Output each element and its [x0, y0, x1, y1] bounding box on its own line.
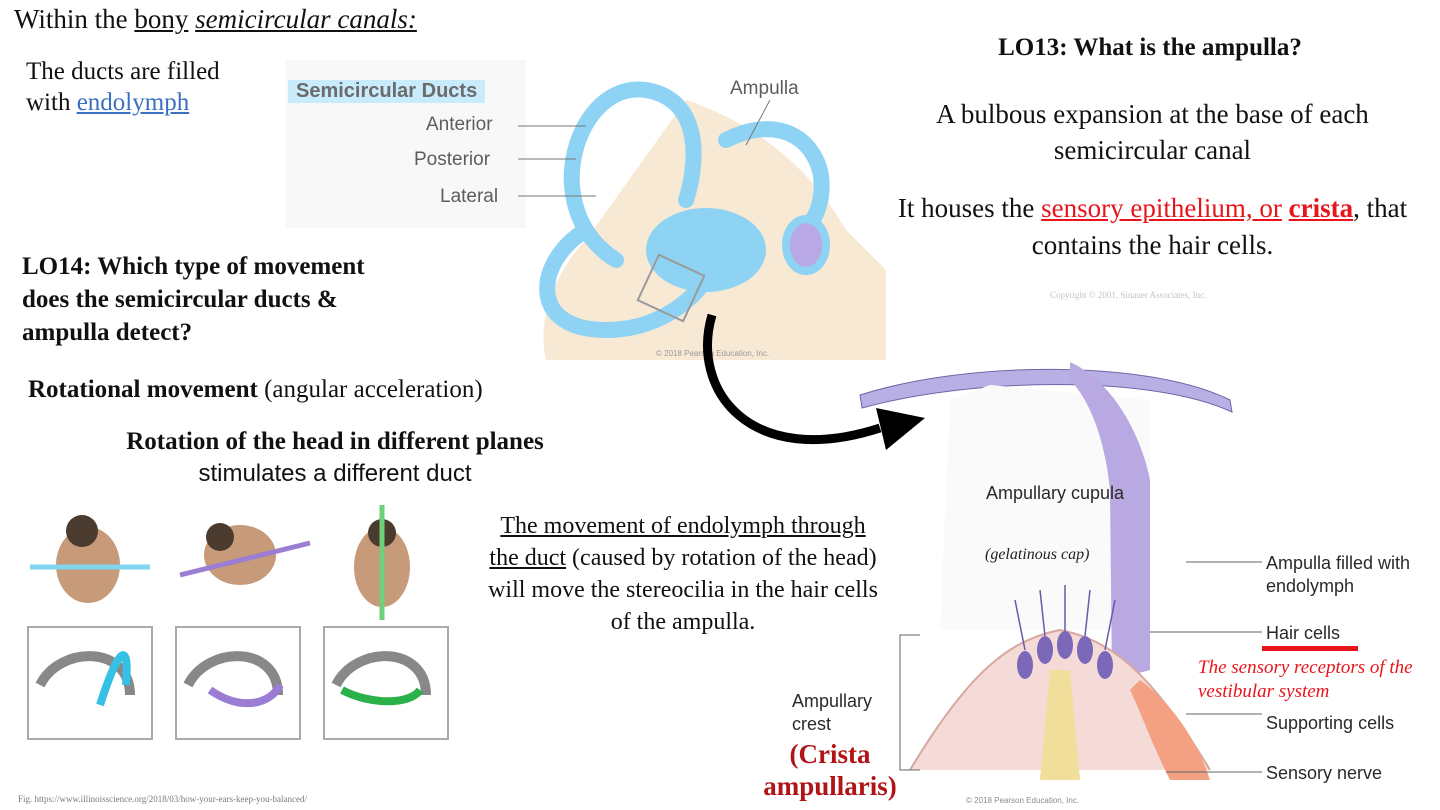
gelatinous-cap-label: (gelatinous cap): [985, 546, 1090, 563]
crista-ampullaris-label: (Crista ampullaris): [763, 739, 897, 801]
rotation-head-text: Rotation of the head in different planes…: [40, 426, 630, 490]
sensory-receptors-note: The sensory receptors of the vestibular …: [1198, 657, 1413, 702]
rotational-bold: Rotational movement: [28, 376, 258, 403]
lo13-question: LO13: What is the ampulla?: [998, 34, 1302, 61]
endolymph-link[interactable]: endolymph: [76, 89, 190, 116]
houses-prefix: It houses the: [897, 193, 1042, 223]
ear-canal-outlines: [35, 651, 431, 696]
crista-ampullaris-figure: [859, 362, 1262, 780]
movement-rest: (caused by rotation of the head) will mo…: [488, 545, 878, 635]
ampulla-filled-label: Ampulla filled with endolymph: [1266, 553, 1411, 596]
ampullary-crest-label: Ampullary crest: [792, 691, 873, 734]
crista-copyright: © 2018 Pearson Education, Inc.: [966, 796, 1080, 805]
arrow-shaft: [703, 313, 882, 444]
lateral-label: Lateral: [440, 186, 499, 207]
head-3: [354, 505, 410, 620]
sensory-nerve-label: Sensory nerve: [1266, 763, 1383, 783]
crista-link[interactable]: crista: [1288, 193, 1354, 223]
epithelium-layer: [859, 368, 1233, 413]
hair-cells-label: Hair cells: [1266, 623, 1341, 643]
endolymph-line1: The ducts are filled: [26, 58, 220, 85]
lo14-line2: does the semicircular ducts &: [22, 286, 338, 313]
movement-explanation: The movement of endolymph through the du…: [488, 510, 878, 638]
endolymph-text: The ducts are filled with endolymph: [26, 56, 220, 118]
lo14-line3: ampulla detect?: [22, 319, 193, 346]
figure-reference: Fig. https://www.illinoisscience.org/201…: [18, 794, 308, 804]
posterior-duct-highlight: [207, 682, 284, 708]
rotation-head-rest: stimulates a different duct: [198, 460, 472, 487]
anterior-label: Anterior: [426, 114, 493, 135]
vestibule: [646, 208, 766, 292]
endolymph-prefix: with: [26, 89, 77, 116]
inner-ear-panels: [27, 626, 449, 740]
ampullary-cupula-label: Ampullary cupula: [985, 483, 1125, 503]
sinauer-copyright: Copyright © 2001, Sinauer Associates, In…: [1050, 290, 1207, 300]
lateral-duct-highlight: [340, 686, 424, 706]
ampulla-highlight-box: [636, 253, 706, 323]
head-2: [179, 523, 311, 585]
ducts-copyright: © 2018 Pearson Education, Inc.: [656, 349, 770, 358]
curved-arrow: [703, 313, 925, 450]
supporting-cells-label: Supporting cells: [1266, 713, 1395, 733]
head-1: [30, 515, 150, 603]
lo14-line1: LO14: Which type of movement: [22, 253, 365, 280]
title-prefix: Within the: [14, 4, 135, 34]
posterior-label: Posterior: [414, 149, 491, 170]
sensory-epithelium-link[interactable]: sensory epithelium, or: [1041, 193, 1282, 223]
ampulla-lumen: [940, 385, 1150, 630]
title-bony: bony: [134, 4, 189, 34]
rotation-head-bold: Rotation of the head in different planes: [126, 428, 544, 455]
cupula-band: [1070, 362, 1150, 680]
arrow-head: [876, 408, 925, 450]
anterior-duct-highlight: [96, 651, 131, 707]
rotational-movement: Rotational movement (angular acceleratio…: [28, 376, 483, 404]
ducts-figure-title: Semicircular Ducts: [288, 80, 486, 103]
rotational-rest: (angular acceleration): [257, 376, 483, 403]
connective-tissue: [1130, 680, 1210, 780]
head-rotation-figures: [27, 505, 449, 740]
houses-suffix: , that contains the hair cells.: [1031, 193, 1408, 260]
ampulla-houses: It houses the sensory epithelium, or cri…: [880, 190, 1425, 264]
figure-leader-lines: [899, 561, 1262, 773]
stereocilia: [1014, 585, 1116, 651]
leader-lines: [518, 99, 771, 197]
hair-cells-underline: [1262, 646, 1358, 651]
ampulla-definition: A bulbous expansion at the base of each …: [936, 99, 1369, 165]
hair-cell-bodies: [1017, 631, 1113, 679]
title-canals: semicircular canals:: [195, 4, 417, 34]
sensory-nerve-bundle: [1040, 670, 1080, 780]
endolymph-line2: with endolymph: [26, 87, 220, 118]
slide-title: Within the bony semicircular canals:: [14, 4, 417, 35]
ampulla-shape: [782, 215, 830, 275]
movement-underlined: The movement of endolymph through the du…: [489, 513, 866, 571]
ampulla-label: Ampulla: [730, 78, 799, 99]
lo14-question: LO14: Which type of movement does the se…: [22, 250, 365, 349]
